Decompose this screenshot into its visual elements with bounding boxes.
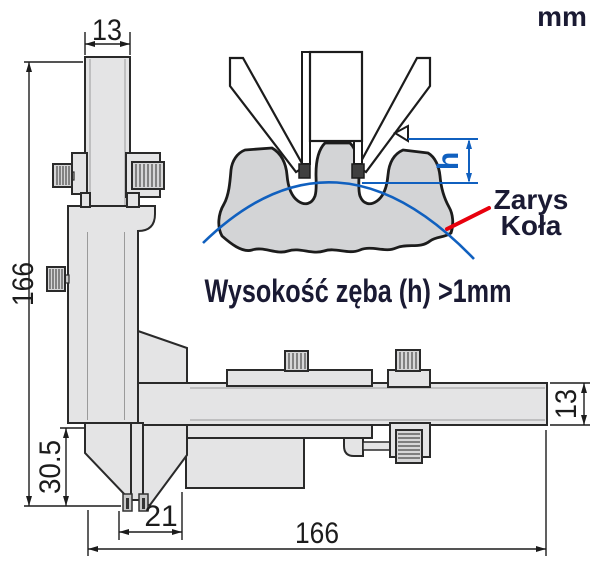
blade-tip-foot-left <box>298 163 311 179</box>
dimension-30-5: 30.5 <box>34 427 84 506</box>
dimension-21: 21 <box>118 492 183 540</box>
dim-left-166-value: 166 <box>7 262 40 306</box>
gear-profile-label-line1: Zarys <box>494 184 569 215</box>
dim-21-value: 21 <box>144 500 177 533</box>
fine-adjust-screw-knurl <box>135 164 161 187</box>
jaw-shoulder <box>137 329 188 391</box>
vertical-body <box>67 205 156 424</box>
tooth-height-dimension: h <box>362 138 478 184</box>
lower-jaw-bar <box>185 437 305 489</box>
h-arrow-up <box>466 139 472 149</box>
jaw-tip-right-notch <box>142 498 145 509</box>
unit-label: mm <box>537 1 587 32</box>
beam-thumbscrew-1-knurl <box>288 353 306 369</box>
pitch-circle-arc <box>202 180 475 260</box>
horizontal-beam <box>137 382 548 426</box>
gear-tooth-profile <box>217 141 455 254</box>
upper-small-block <box>387 369 431 388</box>
thumb-roller-knurl <box>398 433 420 459</box>
h-label: h <box>432 152 465 170</box>
gear-profile-label-line2: Koła <box>501 210 562 241</box>
depth-bar <box>308 50 364 143</box>
pointed-jaw-right <box>142 424 188 506</box>
vertical-caliper <box>46 56 165 424</box>
roller-rod <box>362 441 391 451</box>
profile-pointer-line <box>445 206 491 231</box>
horizontal-caliper <box>84 329 548 512</box>
dimension-top-13: 13 <box>84 14 131 55</box>
dimension-right-13: 13 <box>550 382 590 426</box>
vertical-beam <box>84 56 131 208</box>
blade-step-notch <box>392 124 409 143</box>
jaw-middle-strip <box>130 422 144 501</box>
slider-tab-left <box>80 192 91 208</box>
jaw-tip-left-notch <box>126 498 129 509</box>
beam-thumbscrew-2-knurl <box>399 352 417 369</box>
h-arrow-down <box>466 173 472 183</box>
tooth-height-note: Wysokość zęba (h) >1mm <box>205 273 512 309</box>
dimension-left-166: 166 <box>7 61 121 507</box>
gear-measurement-inset: h Zarys Koła <box>202 50 569 260</box>
dim-bottom-166-value: 166 <box>295 517 339 550</box>
pointed-jaw-left <box>84 422 132 498</box>
slider-foot <box>343 437 364 457</box>
blade-tip-foot-right <box>351 163 365 179</box>
dimension-bottom-166: 166 <box>87 430 547 556</box>
dim-right-13-value: 13 <box>550 389 583 419</box>
upper-slider-block <box>226 369 373 387</box>
clamp-screw-knurl <box>49 269 63 289</box>
dim-30-5-value: 30.5 <box>34 440 67 494</box>
dim-top-13-value: 13 <box>92 14 122 47</box>
depth-finger-left <box>301 51 311 165</box>
thumbscrew-left-knurl <box>56 166 70 185</box>
dimension-annotations: 13 166 30.5 21 <box>7 14 590 556</box>
slider-tab-right <box>126 192 140 208</box>
